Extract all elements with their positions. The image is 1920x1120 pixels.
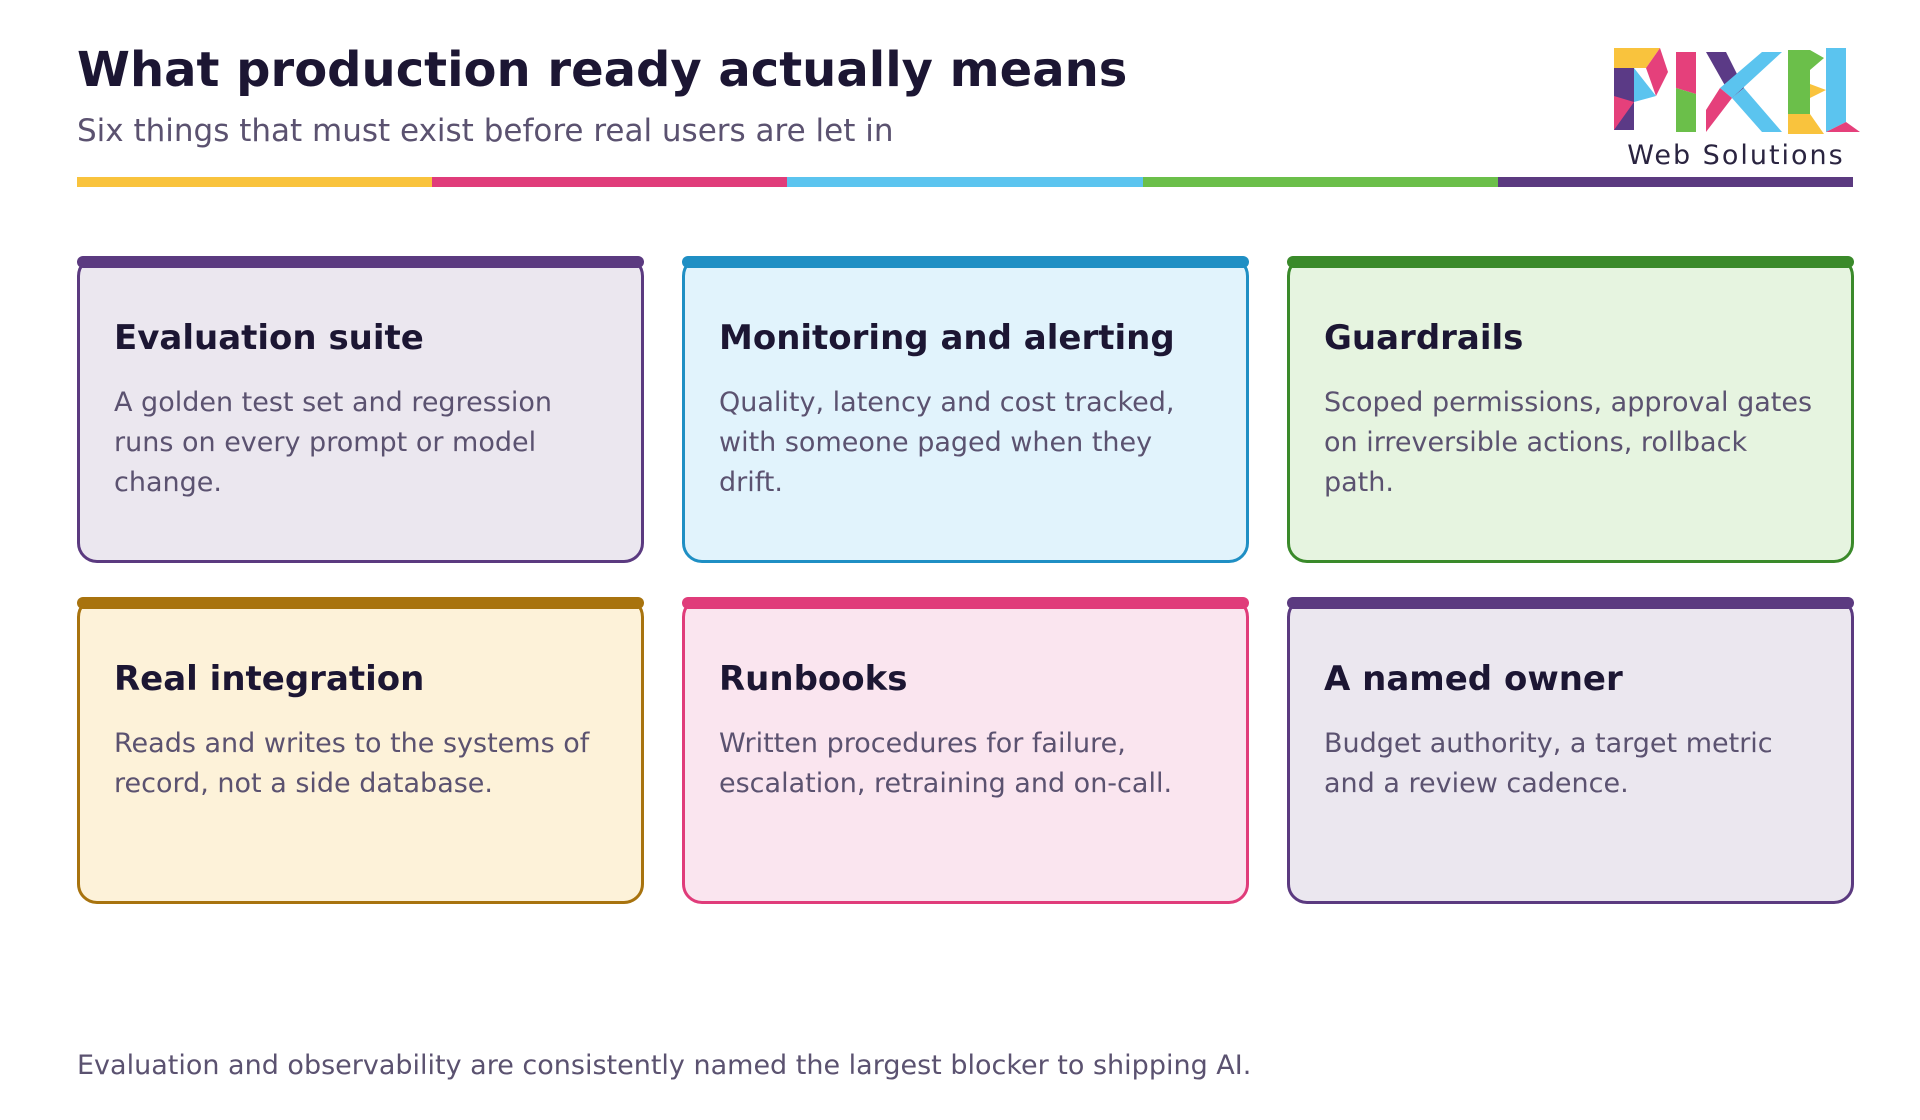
card-accent-bar	[1287, 597, 1854, 609]
color-rule	[77, 177, 1854, 187]
card-title: A named owner	[1324, 659, 1623, 699]
company-logo: Web Solutions	[1612, 44, 1860, 174]
card-real-integration: Real integration Reads and writes to the…	[77, 597, 644, 904]
rule-segment-green	[1142, 177, 1498, 187]
rule-segment-yellow	[77, 177, 433, 187]
card-title: Real integration	[114, 659, 425, 699]
card-title: Monitoring and alerting	[719, 318, 1175, 358]
card-description: Scoped permissions, approval gates on ir…	[1324, 386, 1813, 498]
card-title: Evaluation suite	[114, 318, 424, 358]
card-accent-bar	[682, 597, 1249, 609]
card-accent-bar	[1287, 256, 1854, 268]
rule-segment-blue	[787, 177, 1143, 187]
card-runbooks: Runbooks Written procedures for failure,…	[682, 597, 1249, 904]
logo-tagline: Web Solutions	[1627, 140, 1845, 171]
card-description: A golden test set and regression runs on…	[114, 386, 552, 498]
card-accent-bar	[77, 256, 644, 268]
rule-segment-pink	[432, 177, 788, 187]
card-description: Written procedures for failure, escalati…	[719, 727, 1173, 799]
footnote: Evaluation and observability are consist…	[77, 1050, 1252, 1081]
card-a-named-owner: A named owner Budget authority, a target…	[1287, 597, 1854, 904]
page-title: What production ready actually means	[77, 42, 1128, 98]
card-description: Budget authority, a target metric and a …	[1324, 727, 1773, 799]
pixel-wordmark-graphic	[1614, 48, 1860, 134]
card-description: Quality, latency and cost tracked, with …	[719, 386, 1175, 498]
requirement-grid: Evaluation suite A golden test set and r…	[77, 256, 1854, 904]
card-evaluation-suite: Evaluation suite A golden test set and r…	[77, 256, 644, 563]
card-accent-bar	[77, 597, 644, 609]
card-description: Reads and writes to the systems of recor…	[114, 727, 590, 799]
card-guardrails: Guardrails Scoped permissions, approval …	[1287, 256, 1854, 563]
card-title: Runbooks	[719, 659, 908, 699]
rule-segment-purple	[1497, 177, 1854, 187]
card-title: Guardrails	[1324, 318, 1524, 358]
card-accent-bar	[682, 256, 1249, 268]
card-monitoring-and-alerting: Monitoring and alerting Quality, latency…	[682, 256, 1249, 563]
page-subtitle: Six things that must exist before real u…	[77, 113, 894, 149]
